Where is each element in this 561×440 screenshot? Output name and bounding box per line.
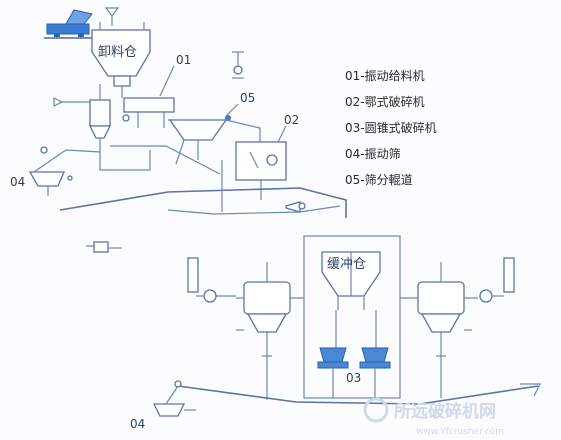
- conveyor-to-buffer: [167, 205, 341, 215]
- jaw-crusher-02: [235, 141, 287, 200]
- legend: 01-振动给料机 02-鄂式破碎机 03-圆锥式破碎机 04-振动筛 05-筛分…: [345, 69, 437, 187]
- cone-crusher-03-left: [317, 310, 349, 398]
- tag-04-lower: 04: [130, 417, 145, 431]
- tag-03: 03: [346, 371, 361, 385]
- conveyor-lower: [177, 385, 539, 405]
- legend-item: 05-筛分輥道: [345, 172, 413, 187]
- buffer-bin: [303, 235, 401, 399]
- legend-item: 01-振动给料机: [345, 69, 425, 83]
- motor-icon: [86, 241, 122, 253]
- conveyor-upper-return: [59, 187, 347, 218]
- vibrating-screen-04-lower: [152, 380, 196, 417]
- pipe-loop-left: [99, 150, 151, 171]
- legend-item: 02-鄂式破碎机: [345, 94, 425, 109]
- screening-conveyor-05: [168, 115, 231, 165]
- vibrating-feeder-01: [121, 86, 175, 128]
- truck-icon: [44, 9, 94, 39]
- tag-05: 05: [240, 91, 255, 105]
- cone-crusher-03-right: [359, 310, 391, 398]
- crane-hook-icon: [104, 7, 120, 26]
- vibrating-screen-04-upper: [28, 146, 101, 196]
- leader-02: [277, 125, 287, 143]
- tag-01: 01: [176, 53, 191, 67]
- pressure-gauge-icon: [232, 51, 244, 79]
- buffer-bin-label: 缓冲仓: [327, 257, 366, 272]
- leader-05: [225, 103, 239, 117]
- unload-bin: [91, 22, 151, 87]
- watermark: 所远破碎机网 www.Yfcrusher.com: [363, 397, 504, 437]
- dust-collector-left: [53, 84, 112, 152]
- watermark-name: 所远破碎机网: [394, 401, 496, 422]
- tag-02: 02: [284, 113, 299, 127]
- legend-item: 04-振动筛: [345, 146, 401, 161]
- conveyor-feed-line: [110, 145, 221, 175]
- chute-to-jaw: [225, 119, 261, 142]
- leader-01: [159, 65, 175, 97]
- watermark-url: www.Yfcrusher.com: [416, 427, 504, 437]
- legend-item: 03-圆锥式破碎机: [345, 120, 437, 135]
- dust-collector-large-right: [400, 257, 515, 398]
- valve-icon: [285, 201, 306, 213]
- tag-04-upper: 04: [10, 175, 25, 189]
- dust-collector-large-left: [187, 257, 304, 400]
- discharge-icon: [520, 383, 541, 397]
- unload-bin-label: 卸料仓: [98, 44, 137, 60]
